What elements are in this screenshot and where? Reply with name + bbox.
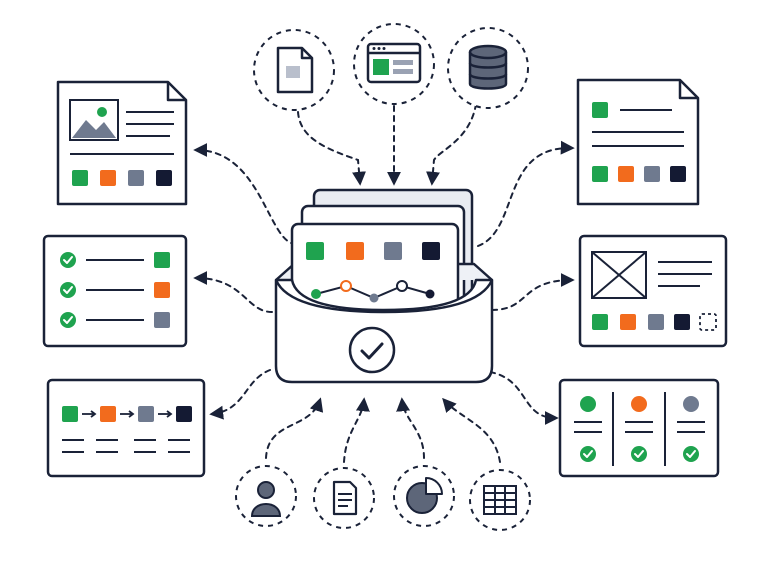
input-user — [235, 465, 297, 527]
check-row-3 — [60, 312, 170, 328]
status-column-1 — [574, 396, 602, 462]
connector-left-1 — [193, 143, 297, 245]
file-icon — [276, 46, 314, 94]
output-flow-sequence — [46, 378, 206, 478]
status-column-3 — [677, 396, 705, 462]
output-image-document — [56, 80, 188, 206]
status-column-2 — [625, 396, 653, 462]
input-browser — [353, 23, 435, 105]
connector-right-3 — [489, 371, 559, 425]
input-database — [447, 27, 529, 109]
input-piechart — [393, 465, 455, 527]
output-checklist — [42, 234, 188, 348]
connector-database — [425, 103, 477, 186]
image-placeholder-icon — [591, 251, 647, 299]
output-status-columns — [558, 378, 720, 478]
input-document — [313, 467, 375, 529]
connector-piechart — [396, 397, 425, 459]
central-hub — [274, 188, 494, 384]
connector-table — [442, 397, 501, 463]
connector-left-2 — [193, 271, 273, 313]
output-wireframe — [578, 234, 728, 348]
pie-chart-icon — [406, 477, 443, 514]
input-file — [253, 29, 335, 111]
output-swatch-document — [576, 78, 700, 206]
connector-document — [343, 397, 370, 463]
browser-window-icon — [366, 42, 422, 84]
checkmark-icon — [348, 326, 396, 374]
connector-file — [297, 111, 367, 186]
document-icon — [332, 480, 358, 516]
connector-left-3 — [209, 369, 271, 420]
image-placeholder-icon — [69, 99, 119, 141]
user-icon — [250, 481, 282, 517]
connector-right-2 — [491, 273, 575, 311]
connector-right-1 — [477, 140, 575, 247]
check-row-1 — [60, 252, 170, 268]
connectors — [193, 103, 575, 463]
input-table — [469, 469, 531, 531]
connector-user — [265, 397, 324, 459]
table-icon — [483, 485, 517, 515]
check-row-2 — [60, 282, 170, 298]
database-icon — [468, 44, 508, 90]
